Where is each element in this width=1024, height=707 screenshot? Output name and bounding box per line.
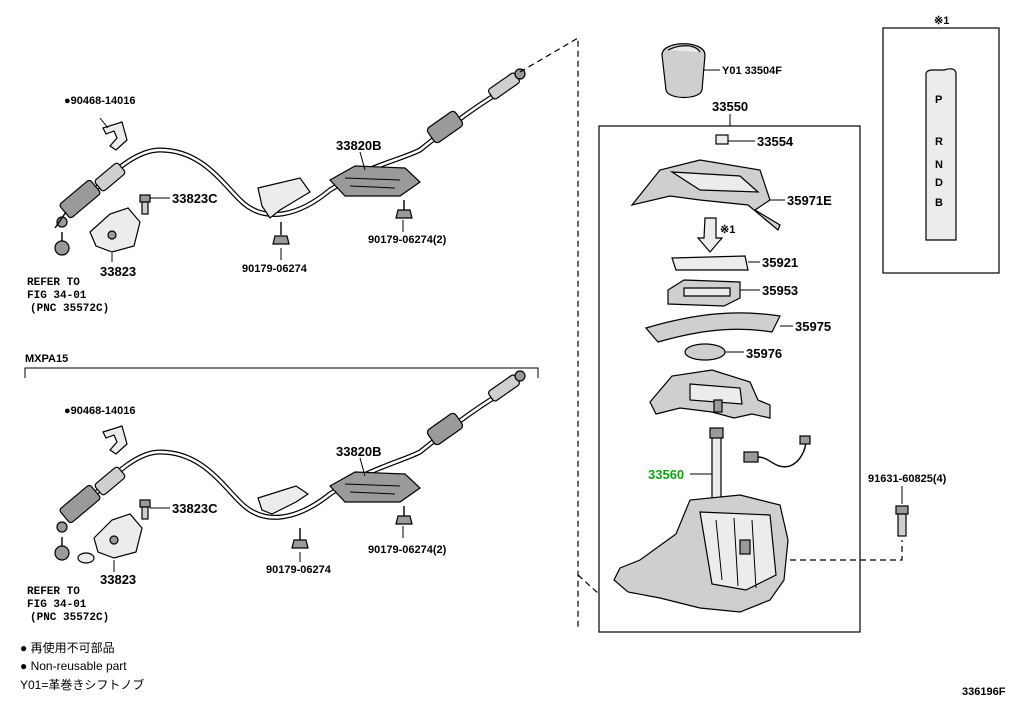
lower-right-end-fitting	[426, 370, 526, 446]
bolt-label: 91631-60825(4)	[868, 473, 947, 485]
legend-y01: Y01=革巻きシフトノブ	[20, 677, 144, 692]
legend-jp: ● 再使用不可部品	[20, 640, 115, 655]
lever-label[interactable]: 33560	[648, 467, 684, 482]
lower-cable-assembly	[54, 370, 526, 572]
inset-frame	[882, 27, 1000, 274]
upper-clip-part	[102, 121, 128, 151]
inset-title: ※1	[934, 15, 949, 27]
upper-clip-label: ●90468-14016	[64, 95, 135, 107]
base-housing	[613, 494, 789, 613]
upper-connection-dash	[519, 36, 579, 630]
upper-cable-label: 33820B	[336, 138, 382, 153]
wire-harness	[743, 435, 811, 468]
small-plate	[684, 343, 744, 361]
assembly-label: 33550	[712, 99, 748, 114]
upper-refer-line1: REFER TO	[27, 277, 80, 289]
lower-clip-label: ●90468-14016	[64, 405, 135, 417]
curved-plate-label: 35975	[795, 319, 831, 334]
upper-bolt-label: 33823C	[172, 191, 218, 206]
upper-nut-single-label: 90179-06274	[242, 263, 308, 275]
upper-nut-pair-label: 90179-06274(2)	[368, 234, 447, 246]
shift-knob	[661, 43, 720, 99]
upper-ball-joint	[54, 232, 70, 256]
lower-refer-line3: (PNC 35572C)	[30, 612, 109, 624]
upper-bracket	[89, 207, 141, 253]
lower-cable-label: 33820B	[336, 444, 382, 459]
lower-lever-plate	[329, 471, 421, 503]
upper-housing	[649, 369, 771, 419]
housing-cover	[630, 159, 785, 231]
upper-left-end-fitting	[54, 162, 126, 229]
variant-bracket-line	[24, 367, 539, 378]
upper-nut-pair	[395, 200, 413, 219]
diagram-id: 336196F	[962, 686, 1006, 698]
lower-bracket-label: 33823	[100, 572, 136, 587]
slider-label: 35953	[762, 283, 798, 298]
lower-nut-single	[291, 528, 309, 549]
indicator-plate	[671, 255, 760, 271]
inset-gate-plate	[925, 68, 957, 241]
lower-left-end-fitting	[56, 466, 126, 533]
position-p: P	[935, 94, 942, 106]
inset-positions: P R N D B	[935, 94, 943, 209]
lower-bracket	[93, 513, 143, 559]
lower-nut-pair-label: 90179-06274(2)	[368, 544, 447, 556]
indicator-plate-label: 35921	[762, 255, 798, 270]
upper-bolt	[139, 194, 151, 215]
lower-refer-line2: FIG 34-01	[27, 599, 87, 611]
upper-lever-plate	[329, 165, 421, 197]
lower-bolt	[139, 499, 151, 520]
housing-cover-label: 35971E	[787, 193, 832, 208]
shift-lever	[690, 427, 724, 501]
upper-nut-single	[272, 222, 290, 245]
small-plate-label: 35976	[746, 346, 782, 361]
lower-nut-pair	[395, 506, 413, 525]
position-d: D	[935, 177, 943, 189]
slider	[667, 279, 760, 307]
bolt-connection-dash	[790, 540, 903, 561]
lower-refer-line1: REFER TO	[27, 586, 80, 598]
lower-bolt-label: 33823C	[172, 501, 218, 516]
clip-label: 33554	[757, 134, 794, 149]
upper-bracket-label: 33823	[100, 264, 136, 279]
lower-ball-joint	[54, 537, 95, 564]
clip-33554	[715, 134, 755, 145]
position-b: B	[935, 197, 943, 209]
upper-right-end-fitting	[426, 68, 526, 144]
upper-cable-assembly	[54, 68, 526, 262]
upper-mid-bracket	[257, 177, 311, 219]
knob-label: Y01 33504F	[722, 65, 782, 77]
bolt-91631	[895, 486, 909, 537]
note-ref-label: ※1	[720, 224, 735, 236]
lower-connection-dash	[577, 574, 601, 596]
position-r: R	[935, 136, 943, 148]
lower-clip-part	[102, 425, 128, 455]
curved-plate	[644, 312, 793, 343]
legend-en: ● Non-reusable part	[20, 659, 127, 673]
upper-refer-line2: FIG 34-01	[27, 290, 87, 302]
lower-mid-bracket	[257, 485, 310, 515]
note-arrow	[696, 217, 724, 253]
variant-label: MXPA15	[25, 353, 68, 365]
position-n: N	[935, 159, 943, 171]
lower-nut-single-label: 90179-06274	[266, 564, 332, 576]
upper-refer-line3: (PNC 35572C)	[30, 303, 109, 315]
